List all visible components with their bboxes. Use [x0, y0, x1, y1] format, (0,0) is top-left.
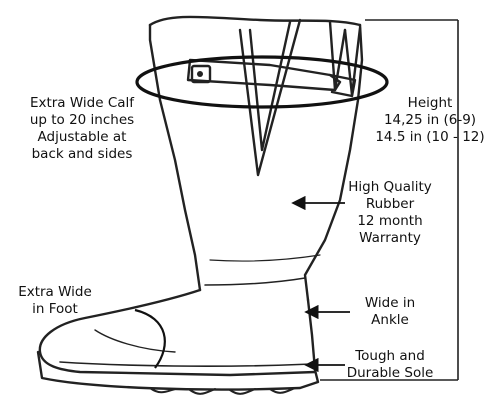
- foot-label: Extra Wide in Foot: [18, 284, 92, 317]
- height-label: Height 14,25 in (6-9) 14.5 in (10 - 12): [375, 95, 485, 145]
- calf-ellipse: [135, 55, 389, 109]
- rubber-label: High Quality Rubber 12 month Warranty: [348, 179, 432, 246]
- foot-arc: [134, 308, 166, 369]
- height-bracket: [320, 19, 459, 381]
- buckle-dot: [197, 71, 203, 77]
- ankle-label: Wide in Ankle: [364, 295, 416, 328]
- sole-label: Tough and Durable Sole: [346, 348, 434, 381]
- calf-label: Extra Wide Calf up to 20 inches Adjustab…: [29, 95, 135, 162]
